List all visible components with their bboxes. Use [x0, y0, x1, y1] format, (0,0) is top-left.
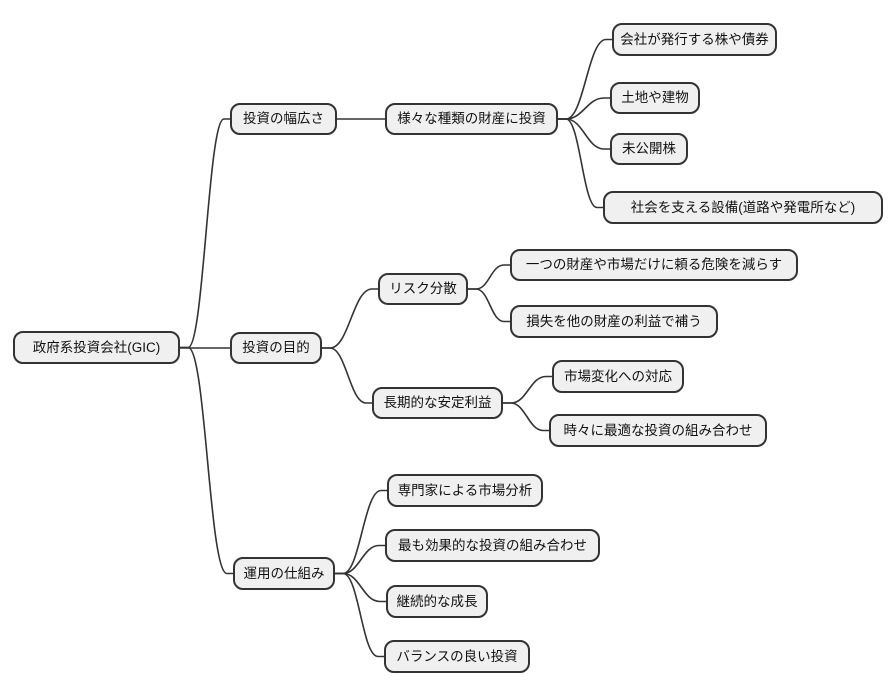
edge-root-breadth	[179, 118, 231, 349]
node-longterm-stable-returns[interactable]: 長期的な安定利益	[372, 387, 503, 419]
node-infrastructure[interactable]: 社会を支える設備(道路や発電所など)	[603, 191, 883, 224]
node-stocks-and-bonds[interactable]: 会社が発行する株や債券	[612, 23, 777, 56]
edge-management-effective	[334, 544, 386, 575]
edge-longterm-optimalmix	[502, 402, 550, 432]
edge-purpose-longterm	[321, 347, 373, 404]
edge-various-stocks	[557, 38, 613, 120]
node-private-equity[interactable]: 未公開株	[610, 133, 688, 165]
edge-risk-single	[467, 264, 511, 290]
edge-root-management	[179, 346, 234, 575]
node-investment-purpose[interactable]: 投資の目的	[230, 332, 322, 364]
edge-management-balanced	[334, 572, 385, 658]
edge-various-land	[557, 97, 611, 120]
edge-longterm-marketchange	[502, 375, 553, 404]
node-optimal-mix-over-time[interactable]: 時々に最適な投資の組み合わせ	[549, 414, 767, 447]
node-various-asset-types[interactable]: 様々な種類の財産に投資	[385, 103, 558, 135]
edge-various-private	[557, 118, 611, 150]
node-land-and-buildings[interactable]: 土地や建物	[610, 82, 700, 114]
edge-management-growth	[334, 572, 387, 603]
node-continuous-growth[interactable]: 継続的な成長	[386, 585, 488, 618]
edge-various-infra	[557, 118, 604, 209]
node-reduce-single-market-risk[interactable]: 一つの財産や市場だけに頼る危険を減らす	[510, 249, 798, 281]
node-expert-market-analysis[interactable]: 専門家による市場分析	[387, 474, 543, 507]
node-offset-losses[interactable]: 損失を他の財産の利益で補う	[510, 305, 718, 338]
node-management-structure[interactable]: 運用の仕組み	[233, 557, 335, 590]
node-balanced-investment[interactable]: バランスの良い投資	[384, 640, 530, 673]
node-investment-breadth[interactable]: 投資の幅広さ	[230, 103, 337, 135]
node-risk-diversification[interactable]: リスク分散	[378, 273, 468, 305]
node-market-change-response[interactable]: 市場変化への対応	[552, 360, 684, 393]
edge-purpose-risk	[321, 288, 379, 349]
edge-management-expert	[334, 489, 388, 575]
edge-risk-offset	[467, 288, 511, 323]
node-most-effective-mix[interactable]: 最も効果的な投資の組み合わせ	[385, 529, 600, 562]
node-root-gic[interactable]: 政府系投資会社(GIC)	[13, 331, 180, 364]
